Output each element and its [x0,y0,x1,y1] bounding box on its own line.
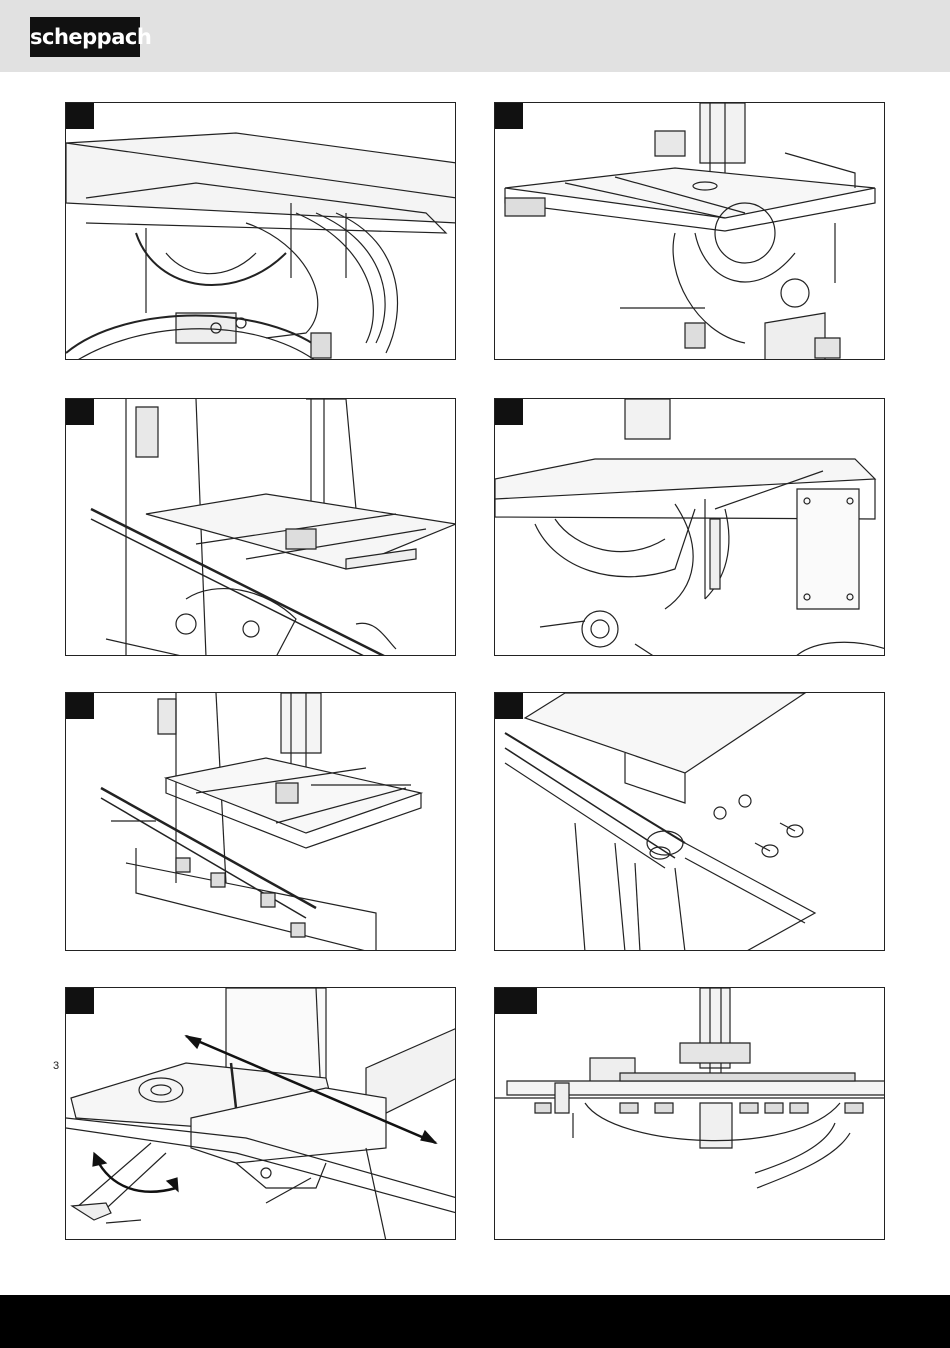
figure-4-drawing [495,399,885,656]
figure-7-drawing [66,988,456,1240]
page-header: scheppach [0,0,950,72]
brand-logo: scheppach [30,17,140,57]
figure-4 [494,398,885,656]
figure-5-drawing [66,693,456,951]
figure-7 [65,987,456,1240]
figure-2 [494,102,885,360]
figure-6-number [495,693,523,719]
figure-5 [65,692,456,951]
figure-3-drawing [66,399,456,656]
figure-8 [494,987,885,1240]
figure-8-number [495,988,537,1014]
figure-2-number [495,103,523,129]
figure-6-drawing [495,693,885,951]
figure-5-number [66,693,94,719]
figure-2-drawing [495,103,885,360]
figure-3-number [66,399,94,425]
page-footer [0,1295,950,1348]
figure-1 [65,102,456,360]
figure-1-drawing [66,103,456,360]
figure-6 [494,692,885,951]
figure-1-number [66,103,94,129]
figure-7-number [66,988,94,1014]
figure-4-number [495,399,523,425]
figure-8-drawing [495,988,885,1240]
figure-3 [65,398,456,656]
stray-number: 3 [53,1060,59,1072]
